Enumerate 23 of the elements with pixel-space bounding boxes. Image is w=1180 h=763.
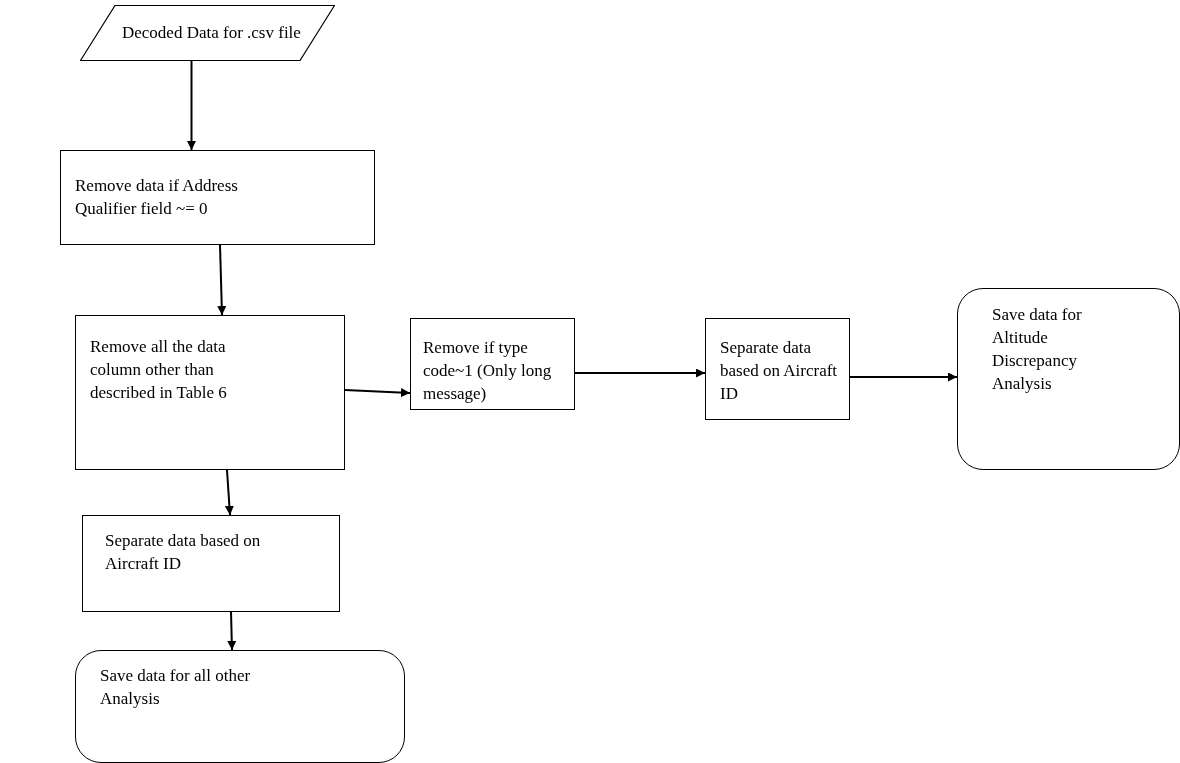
terminal-box: [75, 650, 405, 763]
arrow: [849, 372, 958, 382]
node-text: Decoded Data for .csv file: [122, 22, 302, 44]
process-box: [82, 515, 340, 612]
node-text: Remove data if Address Qualifier field ~= 0: [75, 175, 239, 220]
terminal-box: [957, 288, 1180, 470]
process-box: [410, 318, 575, 410]
arrow: [217, 244, 227, 316]
arrow: [344, 388, 411, 398]
node-text: Remove all the data column other than described in Table 6: [90, 336, 228, 404]
node-text: Save data for Altitude Discrepancy Analysis: [992, 304, 1083, 395]
node-text: Save data for all other Analysis: [100, 665, 252, 710]
arrow: [227, 611, 237, 651]
node-text: Separate data based on Aircraft ID: [720, 337, 839, 405]
arrow: [574, 368, 706, 378]
process-box: [75, 315, 345, 470]
input-output-parallelogram: [80, 5, 335, 61]
process-box: [705, 318, 850, 420]
node-text: Remove if type code~1 (Only long message): [423, 337, 553, 405]
process-box: [60, 150, 375, 245]
arrow: [187, 60, 196, 151]
node-text: Separate data based on Aircraft ID: [105, 530, 262, 575]
arrow: [224, 469, 234, 516]
